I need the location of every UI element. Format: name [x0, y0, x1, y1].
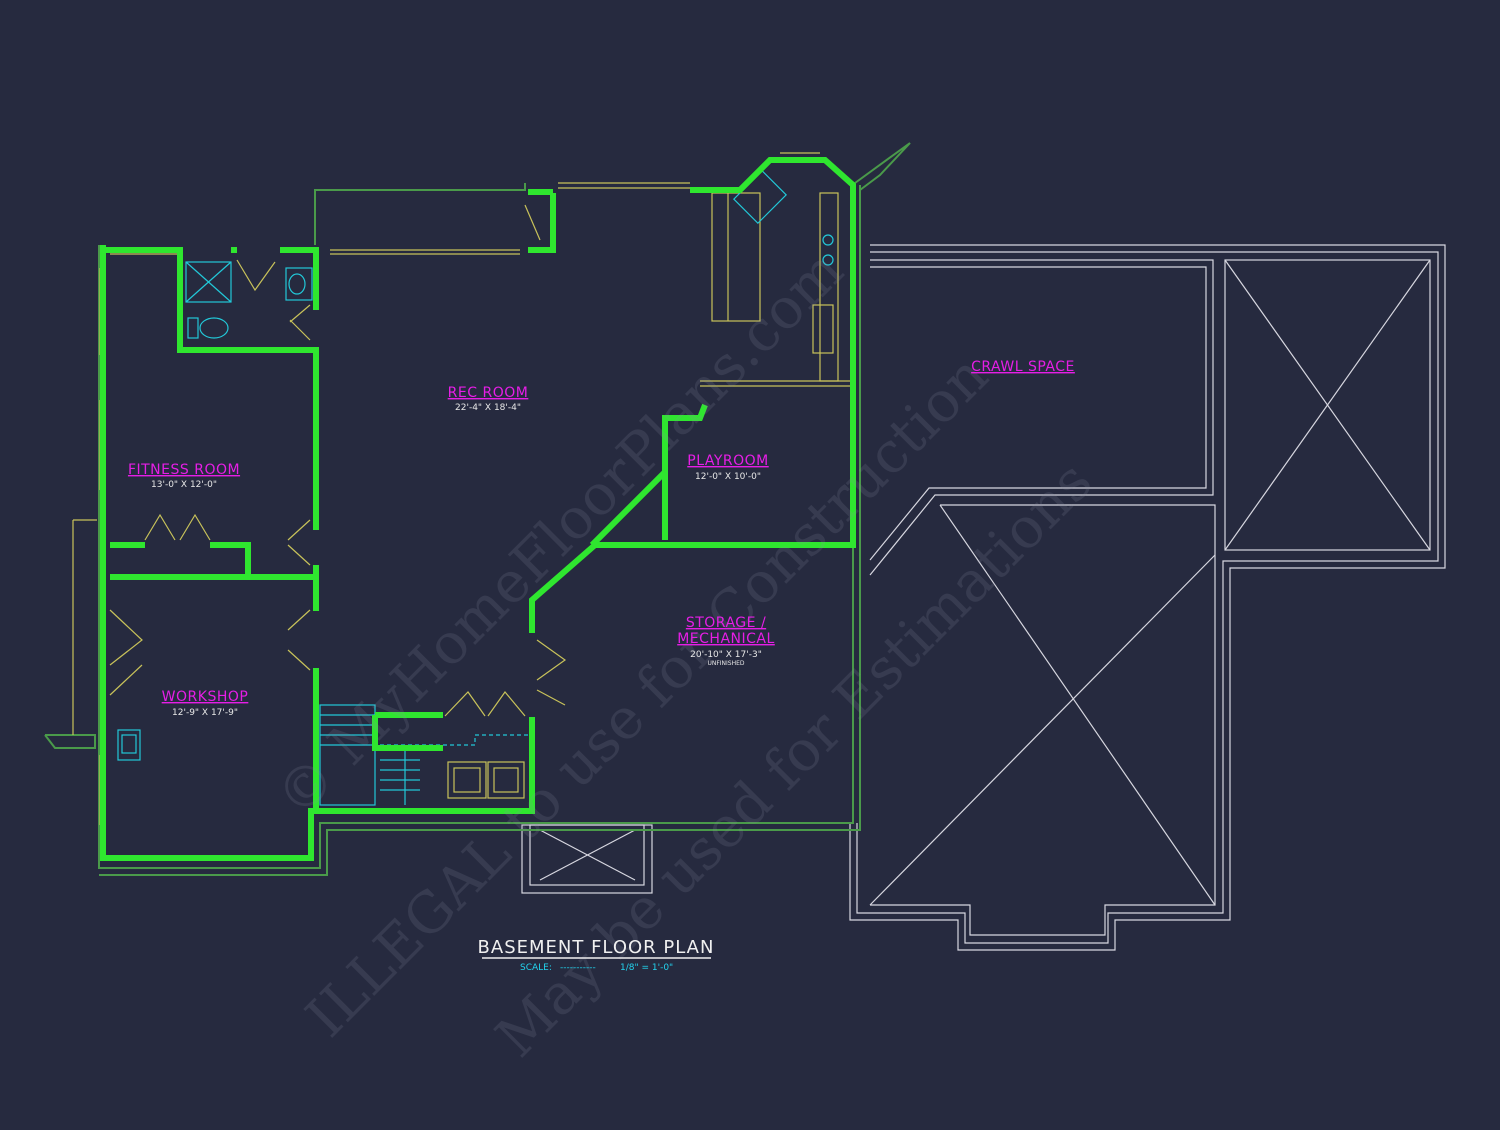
rec-room-name: REC ROOM [448, 385, 529, 401]
room-labels: REC ROOM 22'-4" X 18'-4" FITNESS ROOM 13… [128, 359, 1075, 718]
storage-name-line-1: STORAGE / [686, 615, 766, 631]
plan-title-block: BASEMENT FLOOR PLAN SCALE: ----------- 1… [478, 937, 715, 973]
storage-name-line-2: MECHANICAL [677, 631, 775, 647]
plan-title: BASEMENT FLOOR PLAN [478, 937, 715, 958]
exterior-walls [44, 142, 911, 876]
rec-room-dims: 22'-4" X 18'-4" [455, 403, 521, 413]
crawl-space-foundation [521, 244, 1446, 951]
playroom-dims: 12'-0" X 10'-0" [695, 472, 761, 482]
workshop-dims: 12'-9" X 17'-9" [172, 708, 238, 718]
workshop-name: WORKSHOP [162, 689, 249, 705]
scale-dashes: ----------- [560, 963, 596, 973]
fitness-room-name: FITNESS ROOM [128, 462, 240, 478]
staircase [319, 704, 420, 806]
playroom-name: PLAYROOM [687, 453, 768, 469]
storage-dims: 20'-10" X 17'-3" [690, 650, 762, 660]
storage-note: UNFINISHED [707, 660, 744, 667]
scale-label: SCALE: [520, 963, 552, 973]
plumbing-fixtures [117, 169, 834, 806]
crawl-space-name: CRAWL SPACE [971, 359, 1075, 375]
interior-walls [100, 157, 856, 861]
scale-value: 1/8" = 1'-0" [620, 963, 673, 973]
fitness-room-dims: 13'-0" X 12'-0" [151, 480, 217, 490]
